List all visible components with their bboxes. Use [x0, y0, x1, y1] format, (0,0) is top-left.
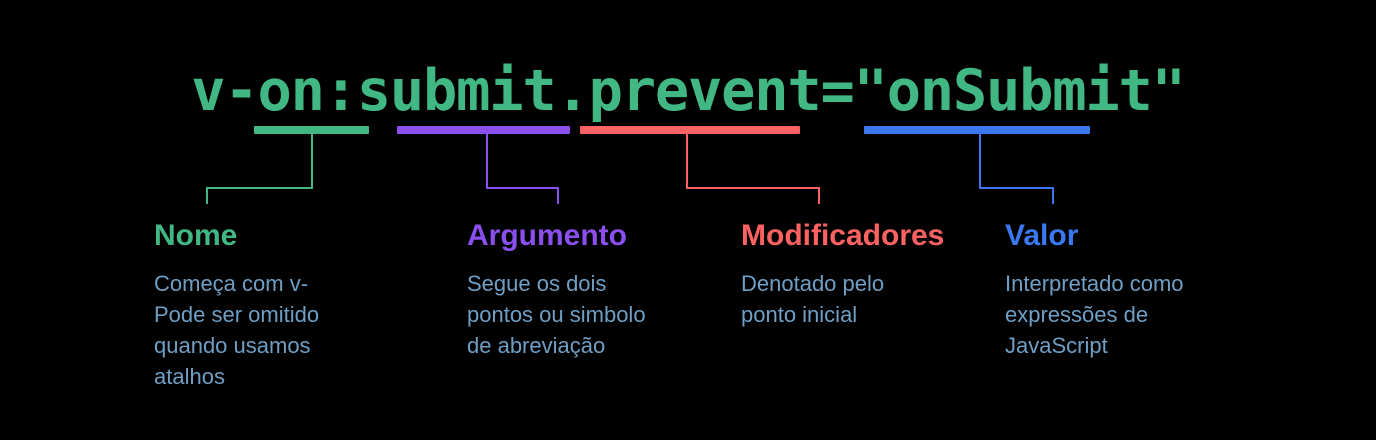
connector-argumento: [486, 134, 559, 204]
code-expression: v-on:submit.prevent="onSubmit": [191, 58, 1186, 124]
connector-nome: [206, 134, 313, 204]
legend-description-valor: Interpretado como expressões de JavaScri…: [1005, 271, 1184, 358]
underline-bar-nome: [254, 126, 369, 134]
legend-description-argumento: Segue os dois pontos ou simbolo de abrev…: [467, 271, 646, 358]
connector-modificadores: [686, 134, 820, 204]
legend-title-nome: Nome: [154, 219, 238, 252]
legend-description-nome: Começa com v- Pode ser omitido quando us…: [154, 271, 320, 389]
connector-valor: [979, 134, 1054, 204]
legend-title-modificadores: Modificadores: [741, 219, 945, 252]
underline-bar-argumento: [397, 126, 570, 134]
underline-bar-valor: [864, 126, 1090, 134]
legend-title-argumento: Argumento: [467, 219, 627, 252]
underline-bar-modificadores: [580, 126, 800, 134]
legend-description-modificadores: Denotado pelo ponto inicial: [741, 271, 885, 327]
legend-title-valor: Valor: [1005, 219, 1079, 252]
